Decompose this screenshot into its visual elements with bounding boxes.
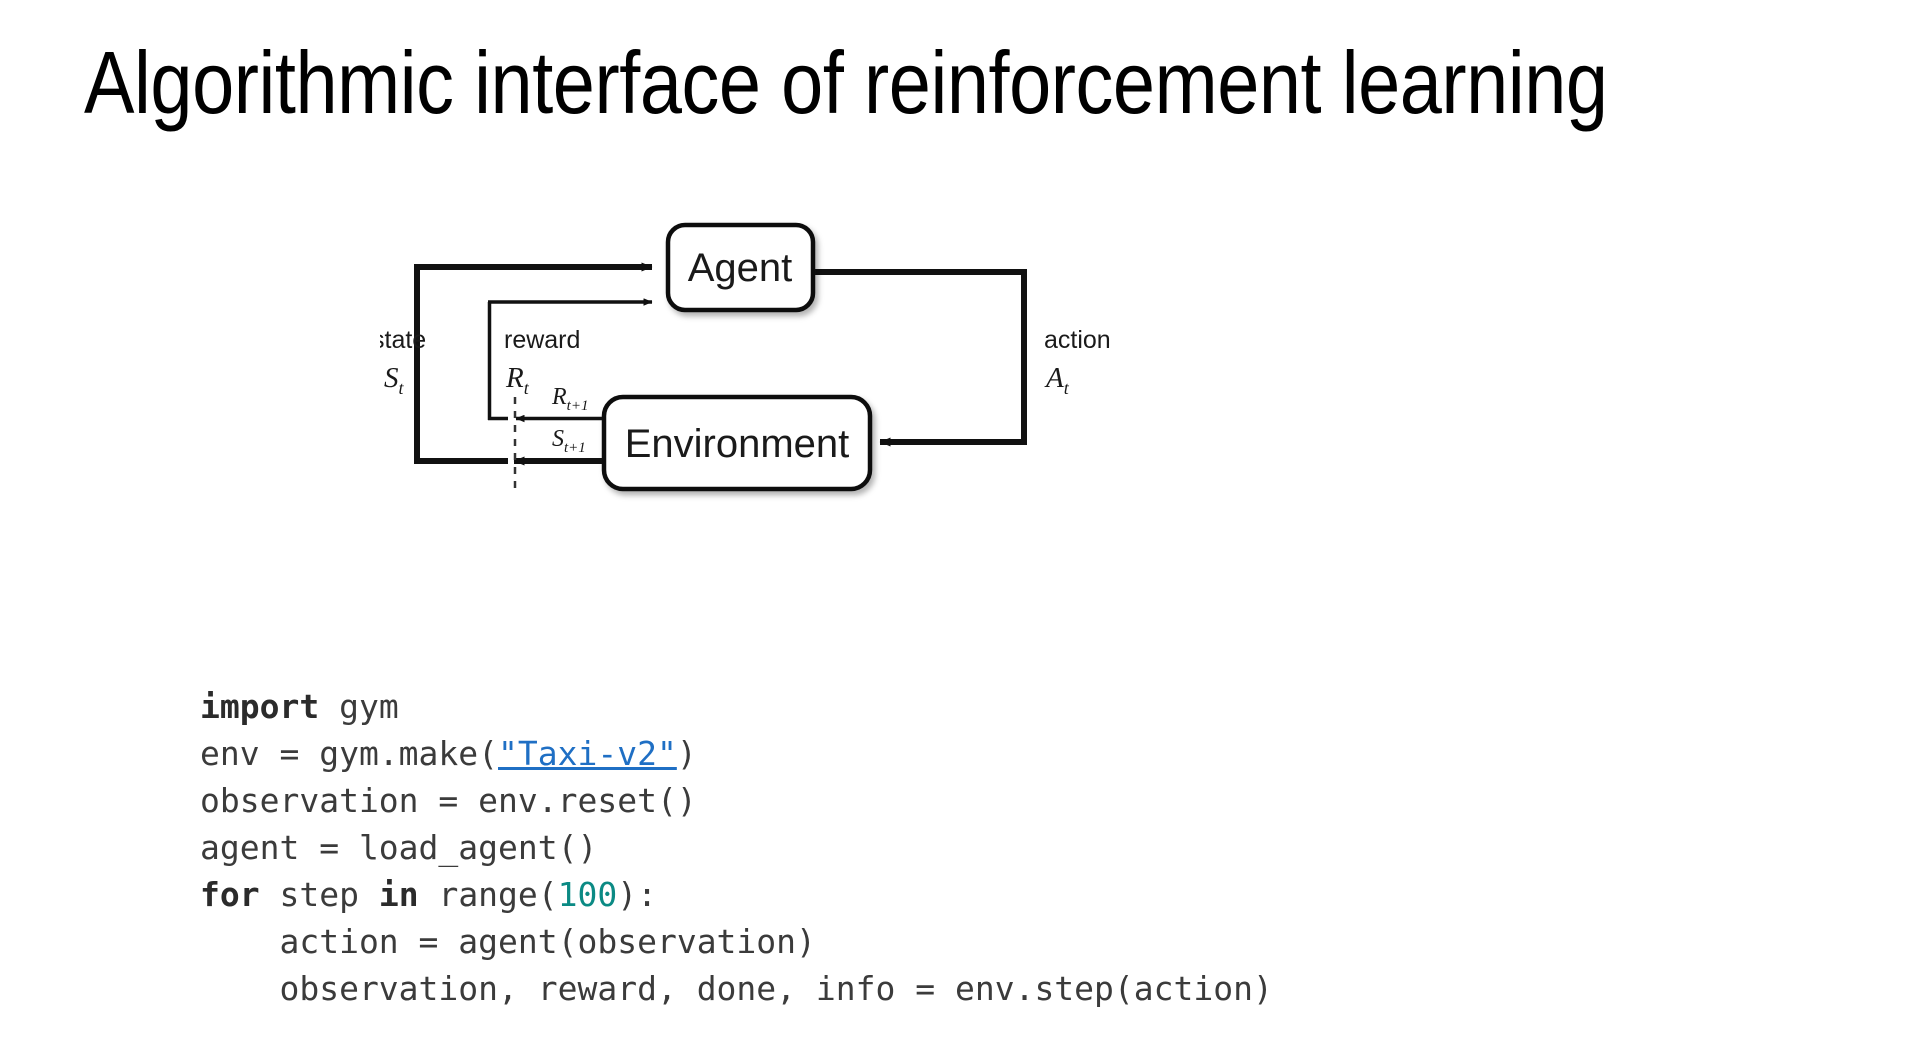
edge-label-action: action At: [1044, 326, 1111, 398]
edge-reward-path: [487, 298, 653, 421]
next-state-symbol: St+1: [552, 426, 586, 456]
action-label-text: action: [1044, 326, 1111, 354]
node-environment: Environment: [601, 394, 873, 492]
next-reward-symbol: Rt+1: [551, 384, 588, 414]
code-token-plain: observation, reward, done, info = env.st…: [200, 969, 1273, 1008]
code-token-kw: import: [200, 687, 320, 726]
code-line: import gym: [200, 683, 1273, 730]
code-token-plain: step: [259, 875, 379, 914]
code-line: agent = load_agent(): [200, 824, 1273, 871]
code-token-kw: in: [378, 875, 419, 914]
code-line: observation = env.reset(): [200, 777, 1273, 824]
code-line: for step in range(100):: [200, 871, 1273, 918]
code-token-num: 100: [557, 875, 618, 914]
action-symbol: At: [1044, 362, 1070, 398]
edge-label-reward: reward Rt: [504, 326, 580, 398]
state-label-text: state: [380, 326, 426, 354]
code-token-plain: action = agent(observation): [200, 922, 816, 961]
reward-symbol: Rt: [505, 362, 530, 398]
edge-label-state: state St: [380, 326, 426, 398]
code-line: action = agent(observation): [200, 918, 1273, 965]
node-agent: Agent: [665, 222, 816, 313]
code-token-plain: gym: [319, 687, 399, 726]
code-line: observation, reward, done, info = env.st…: [200, 965, 1273, 1012]
code-token-plain: observation = env.reset(): [200, 781, 697, 820]
node-environment-label: Environment: [625, 422, 850, 466]
code-token-plain: agent = load_agent(): [200, 828, 598, 867]
state-symbol: St: [384, 362, 405, 398]
code-line: env = gym.make("Taxi-v2"): [200, 730, 1273, 777]
edge-state-path: [414, 262, 653, 464]
code-token-plain: ): [676, 734, 697, 773]
rl-loop-diagram: Agent Environment state St reward Rt act…: [380, 205, 1480, 525]
code-token-plain: env = gym.make(: [200, 734, 499, 773]
code-token-str[interactable]: "Taxi-v2": [498, 734, 677, 773]
code-token-plain: range(: [418, 875, 558, 914]
code-token-kw: for: [200, 875, 260, 914]
page-title: Algorithmic interface of reinforcement l…: [84, 33, 1608, 132]
reward-label-text: reward: [504, 326, 580, 354]
edge-action-path: [810, 269, 1027, 447]
code-token-plain: ):: [617, 875, 658, 914]
node-agent-label: Agent: [688, 246, 793, 290]
